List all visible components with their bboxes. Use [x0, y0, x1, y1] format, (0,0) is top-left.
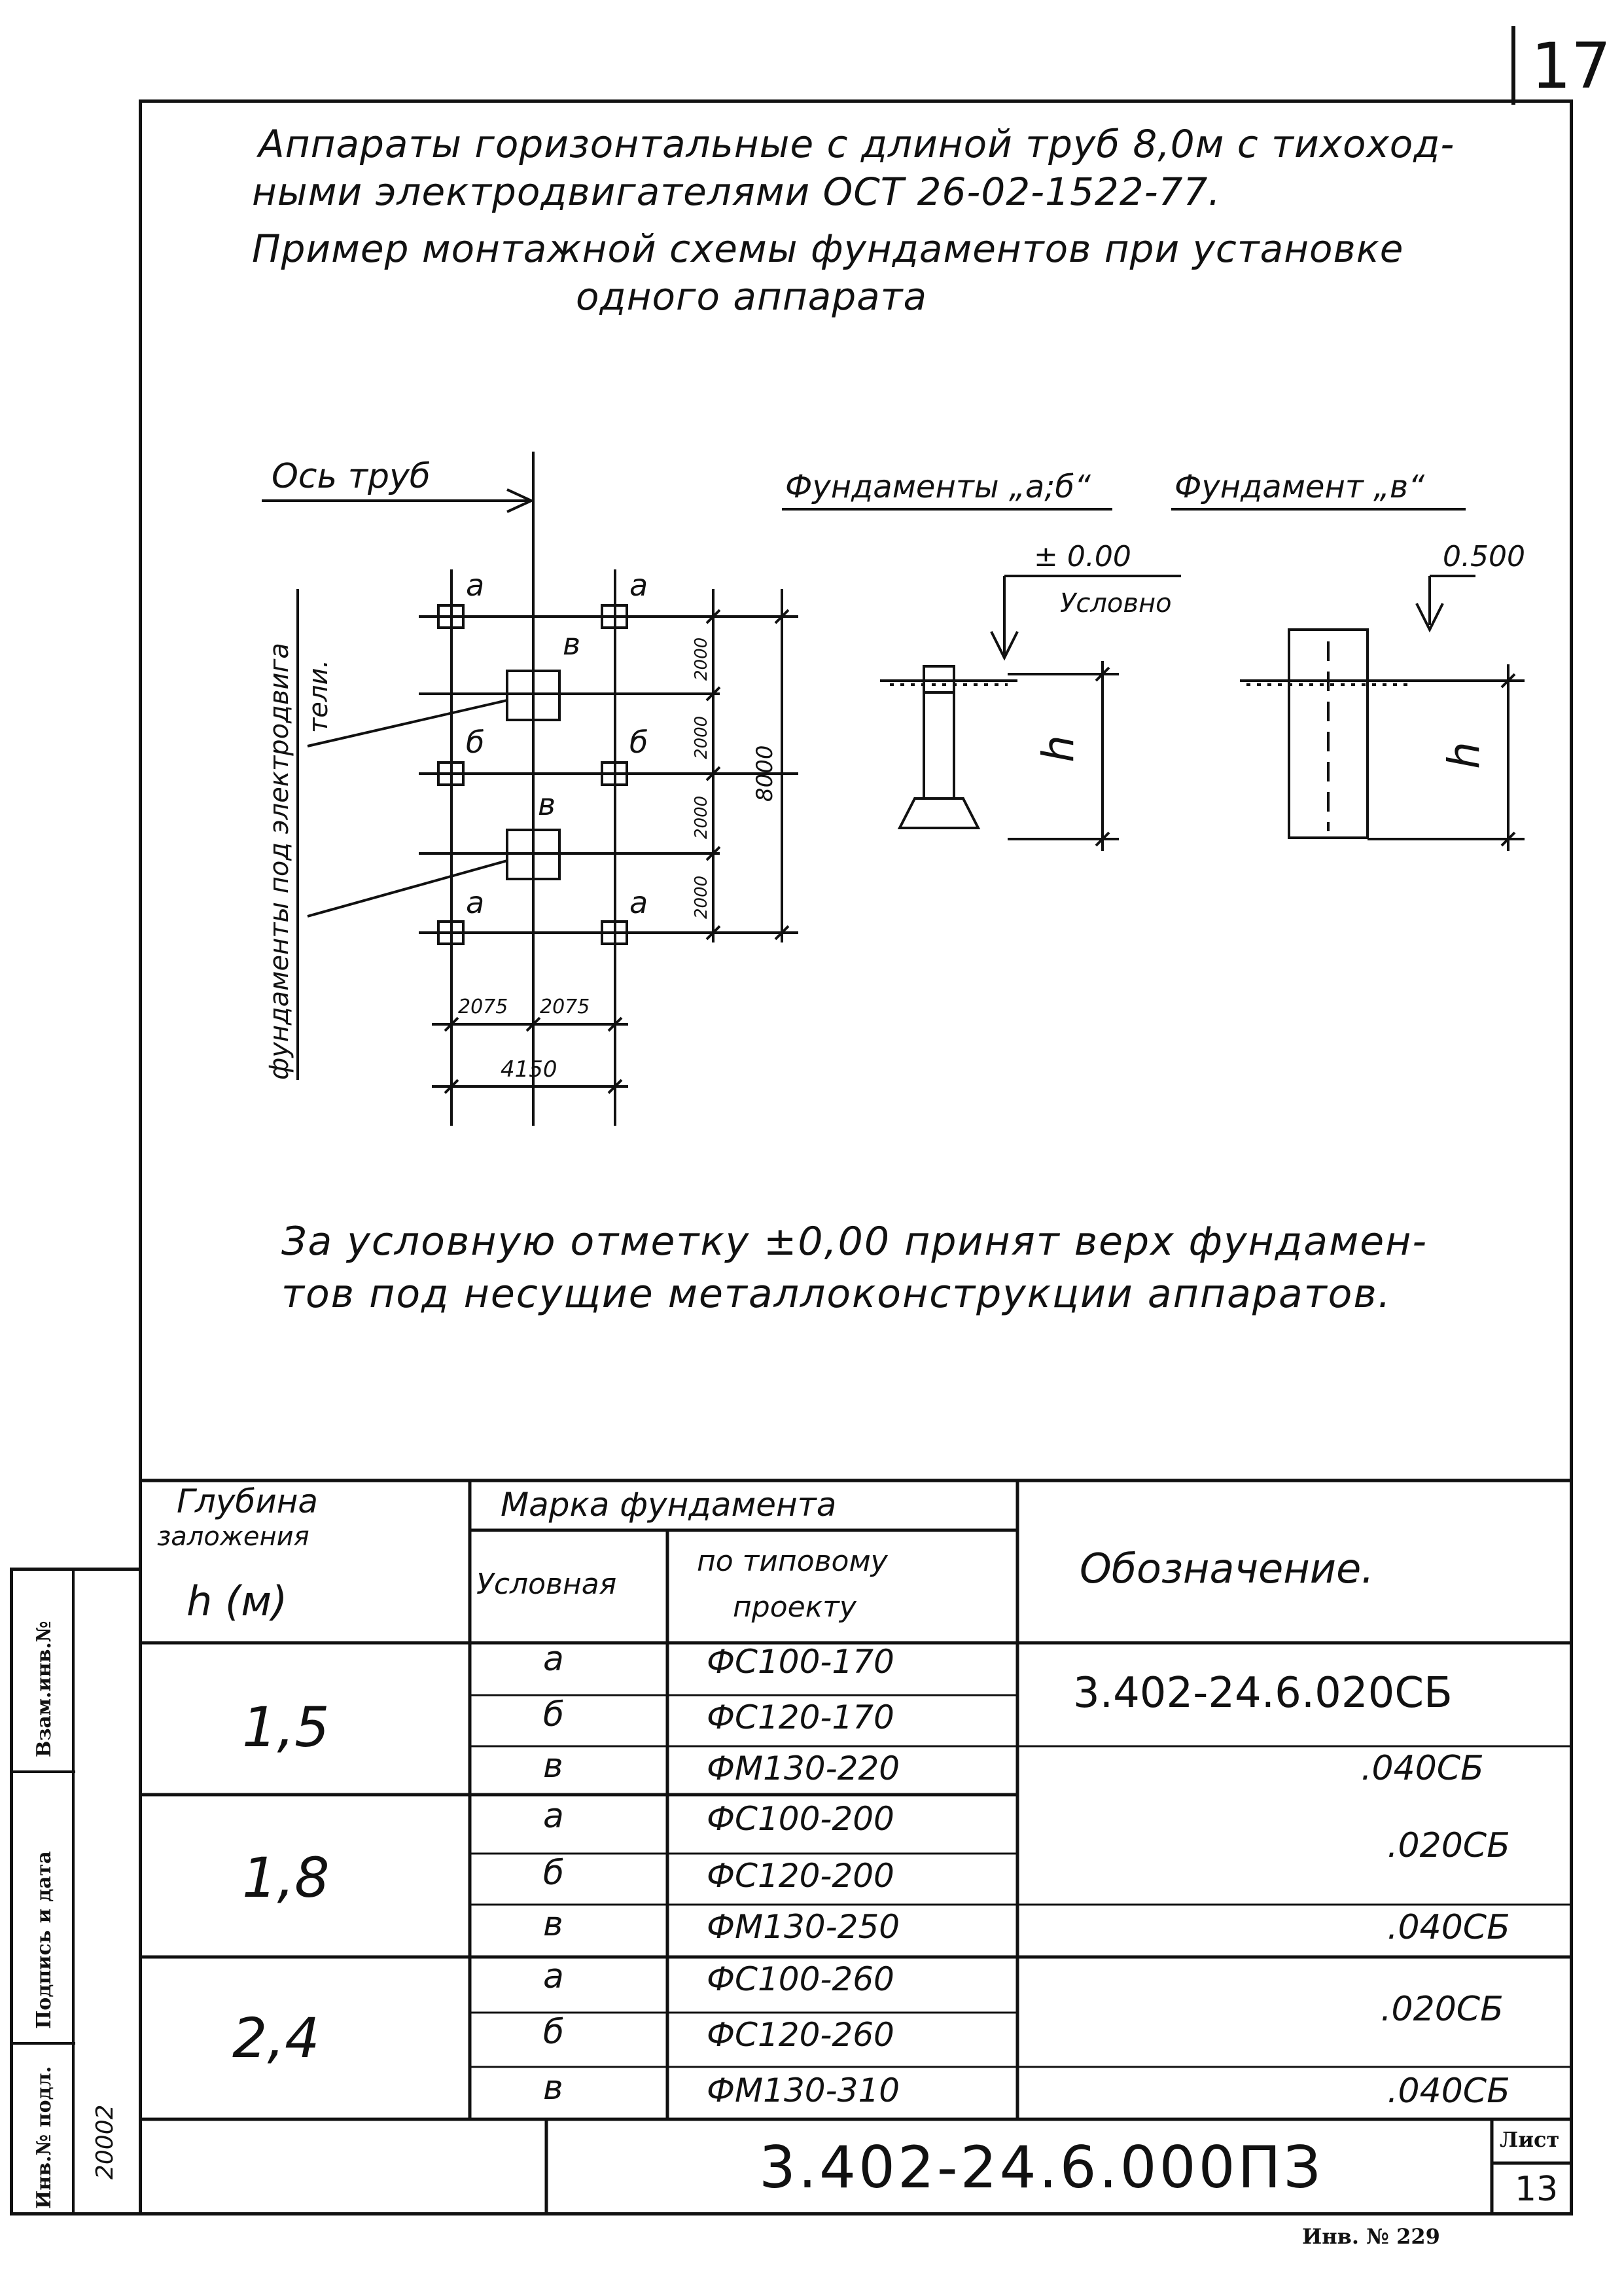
- group-2-typ-b: ФС120-200: [707, 1857, 894, 1895]
- col-depth-3: h (м): [186, 1577, 288, 1625]
- dim-v-3: 2000: [692, 796, 711, 839]
- group-2-depth: 1,8: [242, 1846, 330, 1910]
- col-mark: Марка фундамента: [501, 1486, 837, 1524]
- mark-v-2: в: [538, 787, 556, 822]
- col-typical-2: проекту: [733, 1590, 856, 1624]
- group-2-cond-b: б: [543, 1854, 565, 1893]
- group-1-typ-v: ФМ130-220: [707, 1749, 900, 1787]
- dim-h-1: 2075: [458, 996, 508, 1018]
- dim-v-2: 2000: [692, 716, 711, 759]
- dim-h-total: 4150: [501, 1056, 557, 1083]
- side-stamp-inv-value: 20002: [92, 2104, 118, 2179]
- mark-a-2: а: [629, 567, 648, 603]
- section-ab-title: Фундаменты „а;б“: [785, 469, 1091, 505]
- side-stamp-divider-v: [72, 1568, 75, 2215]
- group-2-designation-1: .020СБ: [1387, 1826, 1510, 1865]
- side-stamp-replace-inv: Взам.инв.№: [33, 1621, 56, 1757]
- group-1-designation-2: .040СБ: [1361, 1749, 1484, 1788]
- group-3-typ-b: ФС120-260: [707, 2016, 894, 2054]
- foundation-plan-diagram: Ось труб а а в б б в а а 2000 2000 2000 …: [262, 452, 1525, 1126]
- side-stamp-inv-orig: Инв.№ подл.: [33, 2066, 56, 2209]
- group-1-typ-b: ФС120-170: [707, 1698, 894, 1736]
- section-ab-h: h: [1033, 735, 1084, 762]
- mark-b-2: б: [629, 725, 648, 760]
- group-3-cond-v: в: [543, 2068, 563, 2108]
- col-typical-1: по типовому: [697, 1545, 888, 1578]
- sheet-label: Лист: [1500, 2127, 1560, 2152]
- section-v-title: Фундамент „в“: [1174, 469, 1425, 505]
- axis-label: Ось труб: [272, 457, 431, 496]
- footer-inv: Инв. № 229: [1302, 2224, 1440, 2249]
- group-2-cond-a: а: [543, 1797, 564, 1836]
- mark-a-3: а: [466, 885, 484, 920]
- group-3-depth: 2,4: [232, 2006, 320, 2070]
- section-ab-level: ± 0.00: [1034, 540, 1131, 573]
- mark-b-1: б: [466, 725, 484, 760]
- dim-v-4: 2000: [692, 876, 711, 919]
- group-2-typ-v: ФМ130-250: [707, 1908, 900, 1946]
- dim-h-2: 2075: [540, 996, 590, 1018]
- group-1-cond-b: б: [543, 1695, 565, 1734]
- group-1-cond-a: а: [543, 1640, 564, 1679]
- note-line-2: тов под несущие металлоконструкции аппар…: [281, 1271, 1392, 1317]
- header-line-3: Пример монтажной схемы фундаментов при у…: [252, 226, 1404, 271]
- mark-a-4: а: [629, 885, 648, 920]
- side-label-2: тели.: [304, 660, 334, 733]
- mark-v-1: в: [563, 626, 580, 662]
- col-designation: Обозначение.: [1080, 1545, 1374, 1592]
- section-v-h: h: [1439, 742, 1489, 769]
- drawing-frame: [139, 99, 1573, 2215]
- col-depth-2: заложения: [157, 1522, 309, 1552]
- group-2-typ-a: ФС100-200: [707, 1800, 894, 1838]
- side-stamp-sign-date: Подпись и дата: [33, 1851, 56, 2029]
- header-line-2: ными электродвигателями ОСТ 26-02-1522-7…: [252, 170, 1221, 214]
- group-1-designation-1: 3.402-24.6.020СБ: [1073, 1669, 1453, 1717]
- group-3-typ-v: ФМ130-310: [707, 2072, 900, 2109]
- group-3-typ-a: ФС100-260: [707, 1960, 894, 1998]
- side-stamp-divider-h2: [10, 2042, 75, 2045]
- page-number: 17: [1531, 29, 1612, 103]
- side-label-1: фундаменты под электродвига: [264, 643, 294, 1080]
- section-ab-level-note: Условно: [1060, 588, 1172, 619]
- sheet-number: 13: [1515, 2170, 1559, 2209]
- dim-v-total: 8000: [752, 745, 778, 802]
- group-1-cond-v: в: [543, 1746, 563, 1785]
- drawing-code: 3.402-24.6.000ПЗ: [759, 2134, 1324, 2201]
- group-3-cond-b: б: [543, 2013, 565, 2052]
- group-3-designation-2: .040СБ: [1387, 2072, 1510, 2111]
- group-3-designation-1: .020СБ: [1381, 1990, 1504, 2029]
- header-line-4: одного аппарата: [576, 274, 927, 319]
- col-depth-1: Глубина: [177, 1482, 319, 1520]
- col-cond: Условная: [476, 1568, 617, 1601]
- page-number-divider: [1511, 26, 1515, 105]
- group-2-cond-v: в: [543, 1905, 563, 1944]
- note-line-1: За условную отметку ±0,00 принят верх фу…: [281, 1219, 1428, 1265]
- group-2-designation-2: .040СБ: [1387, 1908, 1510, 1947]
- group-1-depth: 1,5: [242, 1695, 330, 1759]
- mark-a-1: а: [466, 567, 484, 603]
- group-3-cond-a: а: [543, 1957, 564, 1996]
- section-v-level: 0.500: [1443, 540, 1525, 573]
- group-1-typ-a: ФС100-170: [707, 1643, 894, 1681]
- header-line-1: Аппараты горизонтальные с длиной труб 8,…: [258, 122, 1455, 166]
- dim-v-1: 2000: [692, 637, 711, 681]
- side-stamp-divider-h1: [10, 1770, 75, 1773]
